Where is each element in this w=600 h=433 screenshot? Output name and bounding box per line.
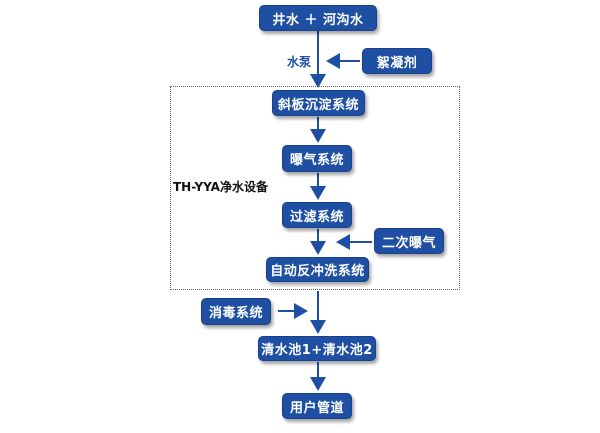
pump-label: 水泵 <box>287 55 312 69</box>
node-flocculant: 絮凝剂 <box>362 48 432 74</box>
node-backwash: 自动反冲洗系统 <box>266 257 369 282</box>
node-aeration: 曝气系统 <box>282 145 352 172</box>
equipment-group-label: TH-YYA净水设备 <box>173 180 268 194</box>
node-user-pipeline: 用户管道 <box>282 393 352 419</box>
node-sedimentation: 斜板沉淀系统 <box>272 90 365 116</box>
node-clear-tanks: 清水池1+清水池2 <box>258 336 376 361</box>
node-secondary-aeration: 二次曝气 <box>374 228 444 254</box>
node-filtration: 过滤系统 <box>282 202 352 228</box>
node-disinfection: 消毒系统 <box>201 298 271 325</box>
node-source: 井水 ＋ 河沟水 <box>259 5 377 31</box>
